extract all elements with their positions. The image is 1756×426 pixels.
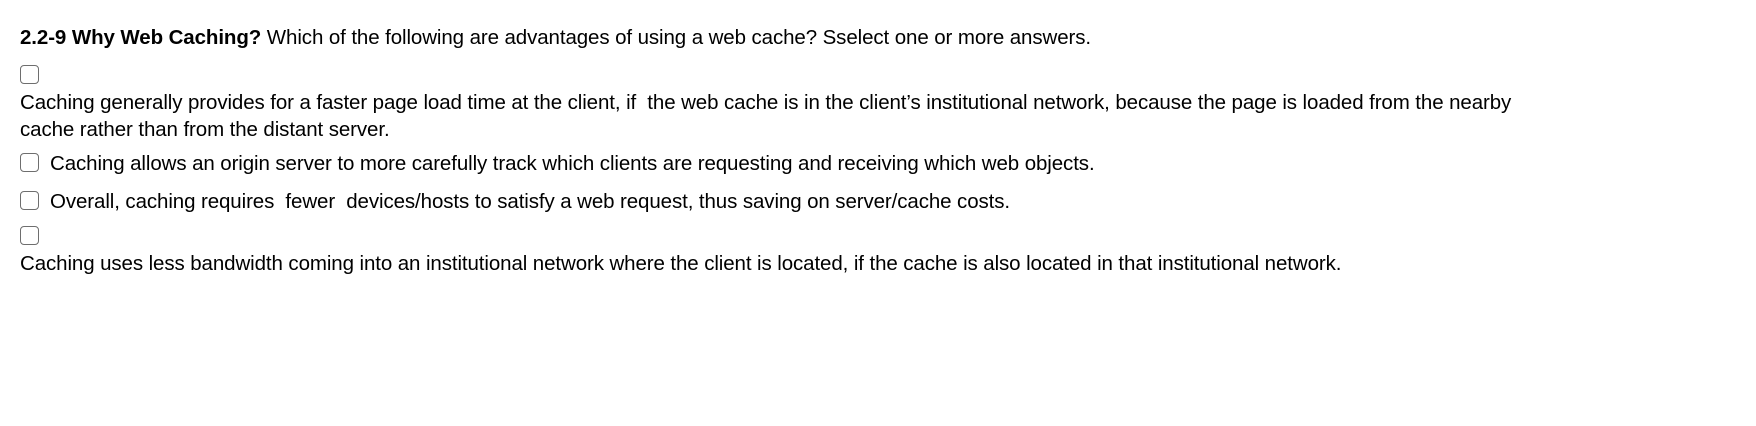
answer-option-3[interactable]: Overall, caching requires fewer devices/… xyxy=(20,188,1736,215)
answer-option-2-label: Caching allows an origin server to more … xyxy=(50,152,1095,175)
answer-option-4-checkbox-row xyxy=(20,226,1736,245)
answer-options-list: Caching generally provides for a faster … xyxy=(20,65,1736,277)
question-prompt-text: Which of the following are advantages of… xyxy=(261,26,1091,49)
answer-option-1[interactable]: Caching generally provides for a faster … xyxy=(20,65,1736,143)
answer-option-4-label: Caching uses less bandwidth coming into … xyxy=(20,252,1342,275)
answer-option-1-checkbox-row xyxy=(20,65,1736,84)
checkbox-option-1[interactable] xyxy=(20,65,39,84)
question-id-label: 2.2-9 Why Web Caching? xyxy=(20,26,262,49)
question-prompt: 2.2-9 Why Web Caching? Which of the foll… xyxy=(20,24,1736,51)
checkbox-option-4[interactable] xyxy=(20,226,39,245)
answer-option-4[interactable]: Caching uses less bandwidth coming into … xyxy=(20,226,1736,277)
answer-option-2[interactable]: Caching allows an origin server to more … xyxy=(20,150,1736,177)
answer-option-3-label: Overall, caching requires fewer devices/… xyxy=(50,190,1010,213)
answer-option-1-label: Caching generally provides for a faster … xyxy=(20,91,1517,141)
checkbox-option-3[interactable] xyxy=(20,191,39,210)
checkbox-option-2[interactable] xyxy=(20,153,39,172)
